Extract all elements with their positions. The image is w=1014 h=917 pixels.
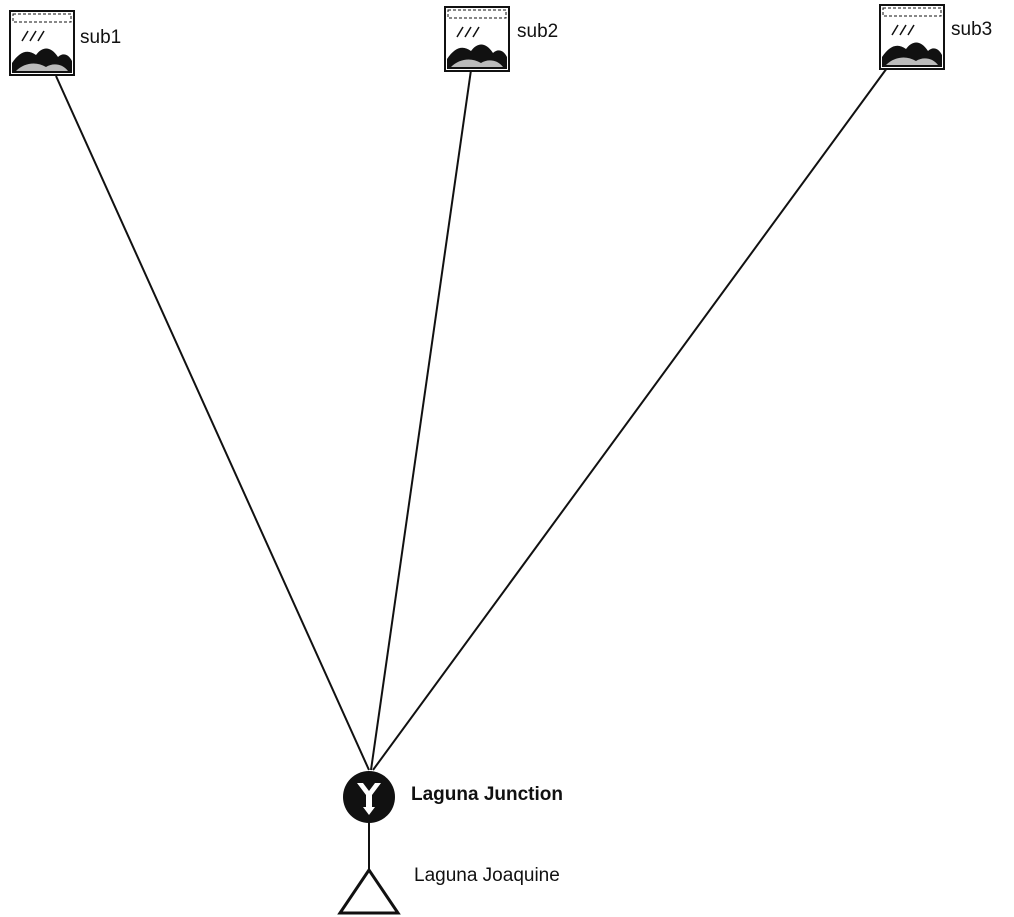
reach-sub3-to-junction[interactable] (372, 67, 888, 771)
reach-connections (55, 67, 888, 870)
node-label-sub2: sub2 (517, 21, 559, 42)
subbasin-icon[interactable] (879, 4, 945, 70)
sink-icon[interactable] (337, 867, 401, 915)
node-label-sink: Laguna Joaquine (414, 865, 560, 886)
node-label-sub3: sub3 (951, 19, 993, 40)
node-label-junction: Laguna Junction (411, 784, 563, 805)
reach-sub1-to-junction[interactable] (55, 75, 370, 771)
subbasin-icon[interactable] (444, 6, 510, 72)
subbasin-icon[interactable] (9, 10, 75, 76)
reach-sub2-to-junction[interactable] (370, 69, 472, 771)
junction-icon[interactable] (343, 771, 395, 823)
node-label-sub1: sub1 (80, 27, 122, 48)
